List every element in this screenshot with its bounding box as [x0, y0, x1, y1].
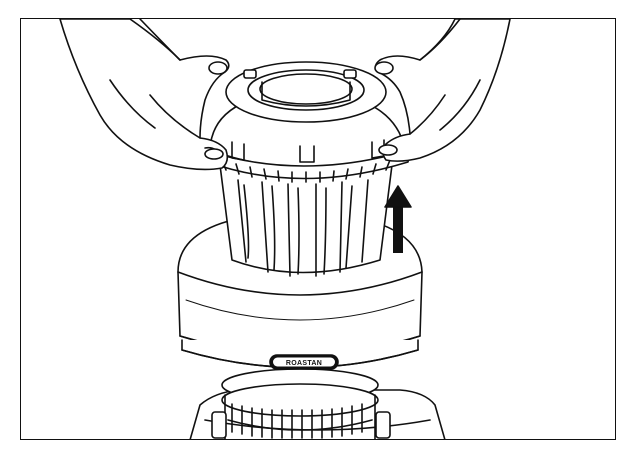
bottom-gear-assembly — [189, 368, 446, 439]
brand-badge: ROASTAN — [269, 354, 339, 370]
left-hand — [59, 19, 230, 171]
filter-basket — [219, 164, 393, 277]
right-hand — [374, 19, 511, 162]
illustration-frame — [20, 18, 616, 440]
brand-logo-text: ROASTAN — [286, 360, 322, 367]
lid-ring — [204, 61, 411, 183]
lift-arrow-icon — [384, 185, 412, 253]
